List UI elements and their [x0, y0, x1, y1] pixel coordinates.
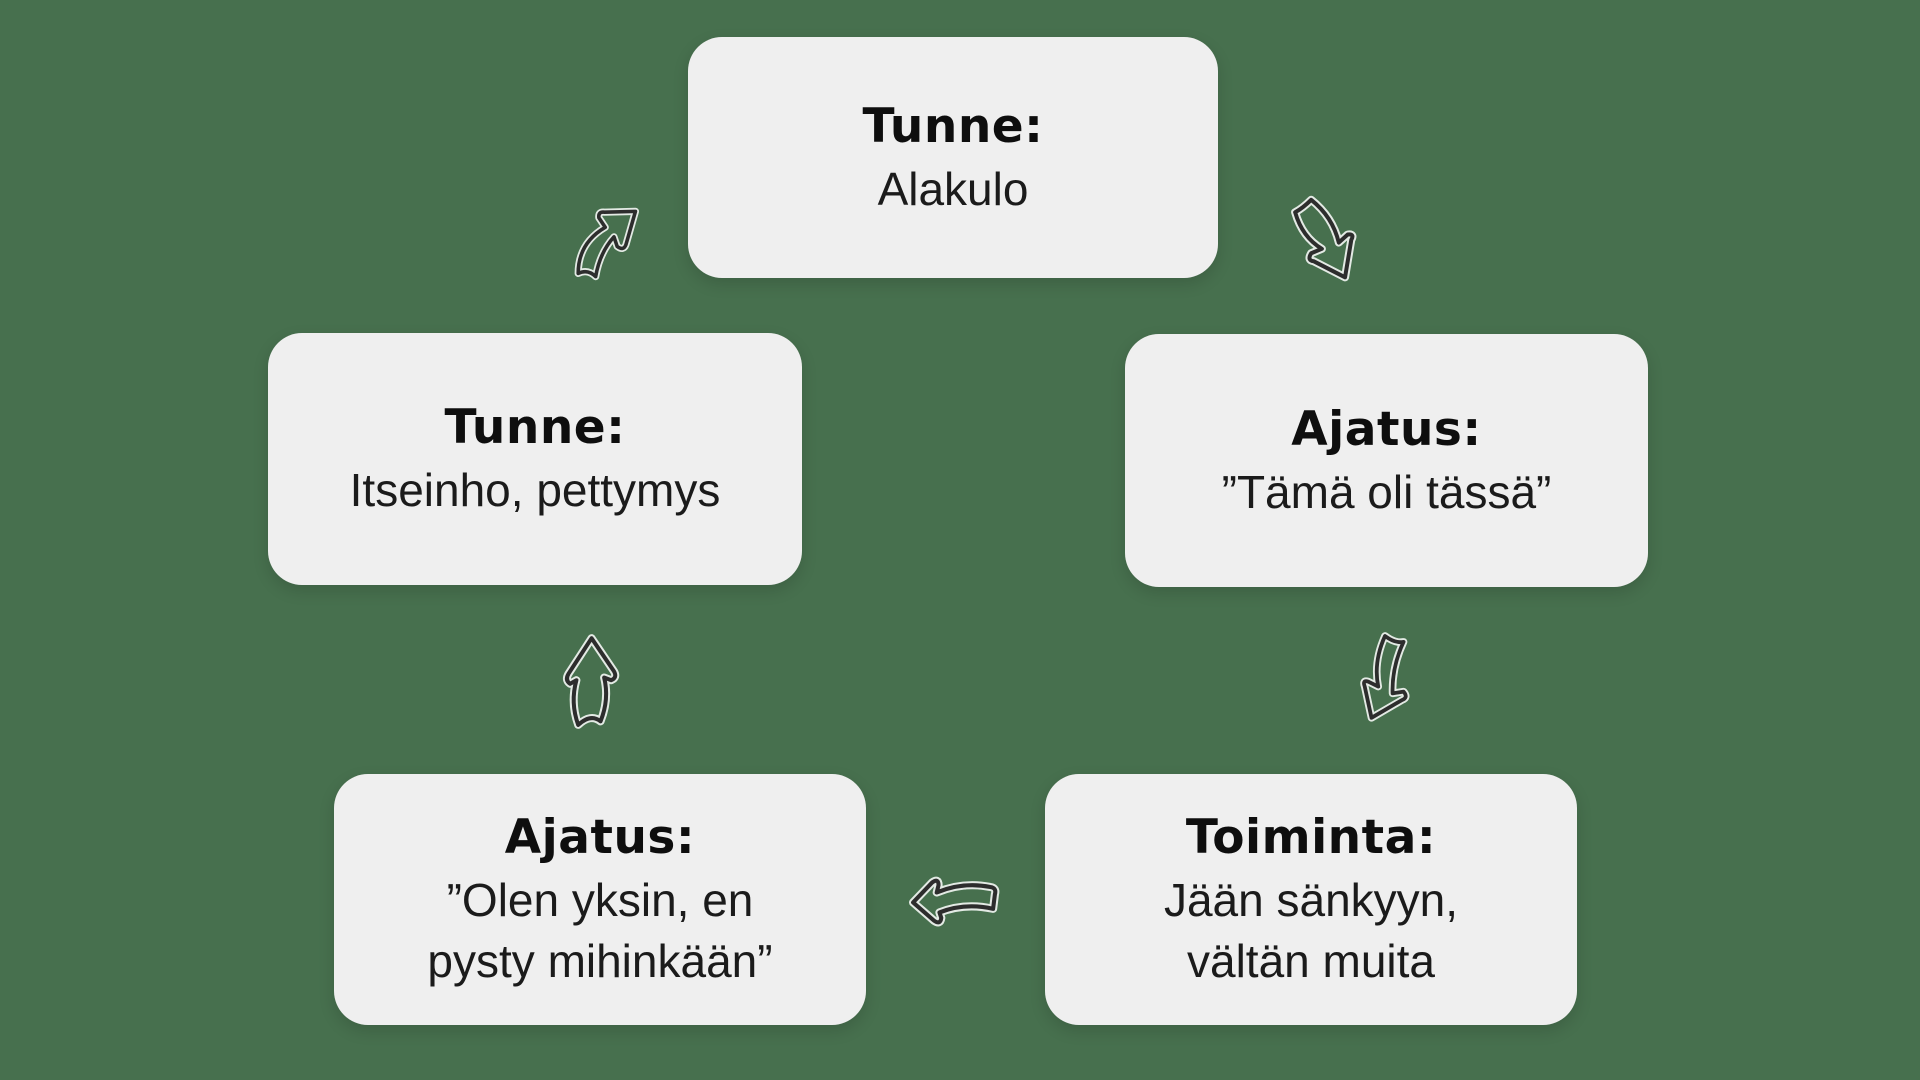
- card-toiminta-jaan-sankyyn: Toiminta: Jään sänkyyn, vältän muita: [1045, 774, 1577, 1025]
- card-title: Ajatus:: [504, 810, 696, 866]
- card-ajatus-tama-oli-tassa: Ajatus: ”Tämä oli tässä”: [1125, 334, 1648, 587]
- card-tunne-alakulo: Tunne: Alakulo: [688, 37, 1218, 278]
- card-body: Itseinho, pettymys: [349, 464, 721, 517]
- arrow-down-left-icon: [1360, 632, 1410, 722]
- card-title: Toiminta:: [1185, 810, 1437, 866]
- arrow-up-icon: [562, 634, 620, 729]
- arrow-left-icon: [908, 876, 1000, 927]
- card-tunne-itseinho: Tunne: Itseinho, pettymys: [268, 333, 802, 585]
- card-body: ”Olen yksin, en pysty mihinkään”: [427, 874, 773, 988]
- card-title: Tunne:: [444, 400, 626, 456]
- card-ajatus-olen-yksin: Ajatus: ”Olen yksin, en pysty mihinkään”: [334, 774, 866, 1025]
- card-title: Tunne:: [862, 98, 1044, 154]
- arrow-up-right-icon: [574, 207, 640, 281]
- card-body: ”Tämä oli tässä”: [1221, 465, 1552, 518]
- arrow-down-right-icon: [1291, 195, 1357, 282]
- card-body: Alakulo: [877, 162, 1029, 215]
- card-body: Jään sänkyyn, vältän muita: [1163, 874, 1459, 988]
- card-title: Ajatus:: [1291, 401, 1482, 457]
